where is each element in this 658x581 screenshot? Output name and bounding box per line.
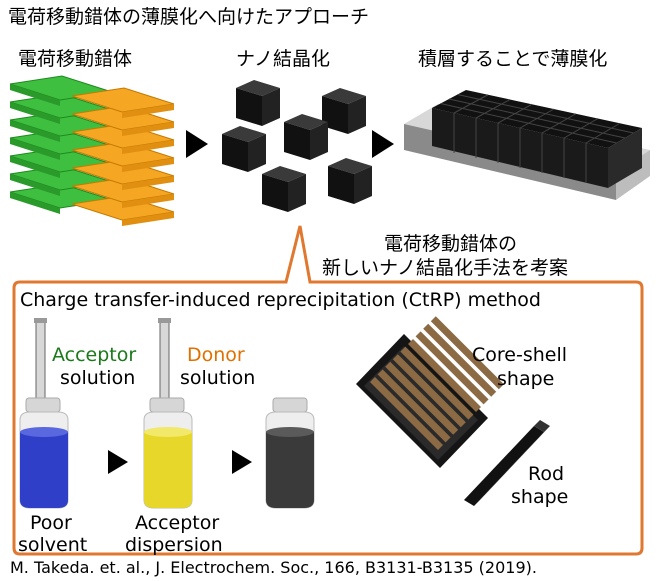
- arrow-right-icon: [186, 130, 208, 158]
- bottle-dispersion-result: [265, 397, 315, 509]
- acceptor-dispersion-label-1: Acceptor: [135, 512, 220, 534]
- nano-crystal-cube: [222, 126, 266, 172]
- arrow-right-icon: [232, 450, 252, 474]
- stage-label-thin-film: 積層することで薄膜化: [418, 48, 608, 70]
- nano-crystal-cubes: [222, 80, 372, 212]
- page-title: 電荷移動錯体の薄膜化へ向けたアプローチ: [8, 6, 370, 28]
- donor-solution-label: solution: [180, 367, 256, 389]
- callout-frame: [12, 225, 644, 556]
- poor-solvent-label-2: solvent: [18, 534, 88, 556]
- core-shell-label-2: shape: [497, 368, 555, 390]
- method-title: Charge transfer-induced reprecipitation …: [20, 289, 541, 311]
- core-shell-label-1: Core-shell: [472, 344, 568, 366]
- rod-label-1: Rod: [528, 463, 565, 485]
- rod-crystal: [464, 420, 550, 506]
- stage-label-nanocrystal: ナノ結晶化: [236, 48, 331, 70]
- rod-label-2: shape: [511, 486, 569, 508]
- acceptor-dispersion-label-2: dispersion: [125, 534, 223, 556]
- thin-film-block: [404, 90, 650, 200]
- citation: M. Takeda. et. al., J. Electrochem. Soc.…: [10, 558, 537, 577]
- nano-crystal-cube: [236, 80, 280, 126]
- stage-label-ct-complex: 電荷移動錯体: [18, 48, 133, 70]
- nano-crystal-cube: [328, 158, 372, 204]
- poor-solvent-label-1: Poor: [30, 512, 72, 534]
- arrow-right-icon: [108, 450, 128, 474]
- nano-crystal-cube: [262, 166, 306, 212]
- ct-complex-layers: [9, 75, 175, 226]
- core-shell-crystal: [356, 316, 504, 468]
- bottle-acceptor-dispersion: [143, 397, 193, 509]
- acceptor-solution-label: solution: [60, 367, 136, 389]
- donor-label: Donor: [187, 344, 245, 366]
- nano-crystal-cube: [322, 88, 366, 134]
- arrow-right-icon: [372, 130, 394, 158]
- bottle-poor-solvent: [19, 397, 69, 509]
- acceptor-label: Acceptor: [52, 344, 137, 366]
- callout-line-1: 電荷移動錯体の: [384, 233, 518, 255]
- nano-crystal-cube: [284, 114, 328, 160]
- callout-line-2: 新しいナノ結晶化手法を考案: [322, 257, 569, 279]
